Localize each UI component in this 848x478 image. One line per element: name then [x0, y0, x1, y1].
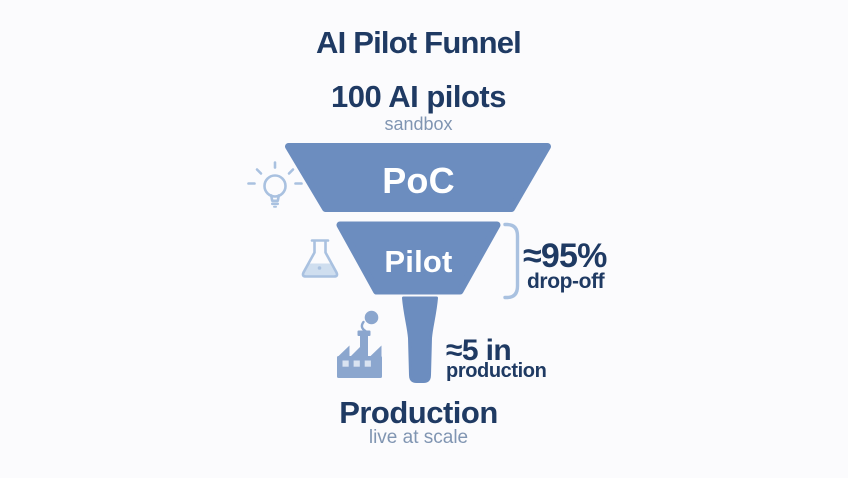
- funnel-stage-pilot-shape: [336, 221, 501, 295]
- funnel-stage-production-label: Production: [339, 395, 498, 430]
- flask-bubble: [317, 266, 322, 270]
- production-count-label: production: [446, 360, 547, 382]
- funnel-stage-pilot-label: Pilot: [384, 244, 453, 279]
- page-title: AI Pilot Funnel: [316, 25, 522, 60]
- flask-icon: [301, 239, 339, 278]
- flask-liquid: [302, 263, 338, 277]
- funnel-stage-production-sublabel: live at scale: [368, 427, 469, 448]
- funnel-stage-poc-shape: [285, 143, 551, 212]
- lightbulb-icon: [247, 161, 303, 208]
- funnel-entry-sublabel: sandbox: [384, 114, 453, 134]
- funnel-stage-poc-label: PoC: [382, 160, 455, 201]
- dropoff-label: drop-off: [527, 270, 605, 293]
- dropoff-bracket: [503, 222, 520, 300]
- factory-icon: [337, 310, 382, 378]
- dropoff-value: ≈95%: [523, 237, 607, 275]
- funnel-stem-shape: [402, 296, 438, 383]
- production-count-value: ≈5 in: [446, 334, 512, 367]
- funnel-entry-label: 100 AI pilots: [331, 79, 506, 114]
